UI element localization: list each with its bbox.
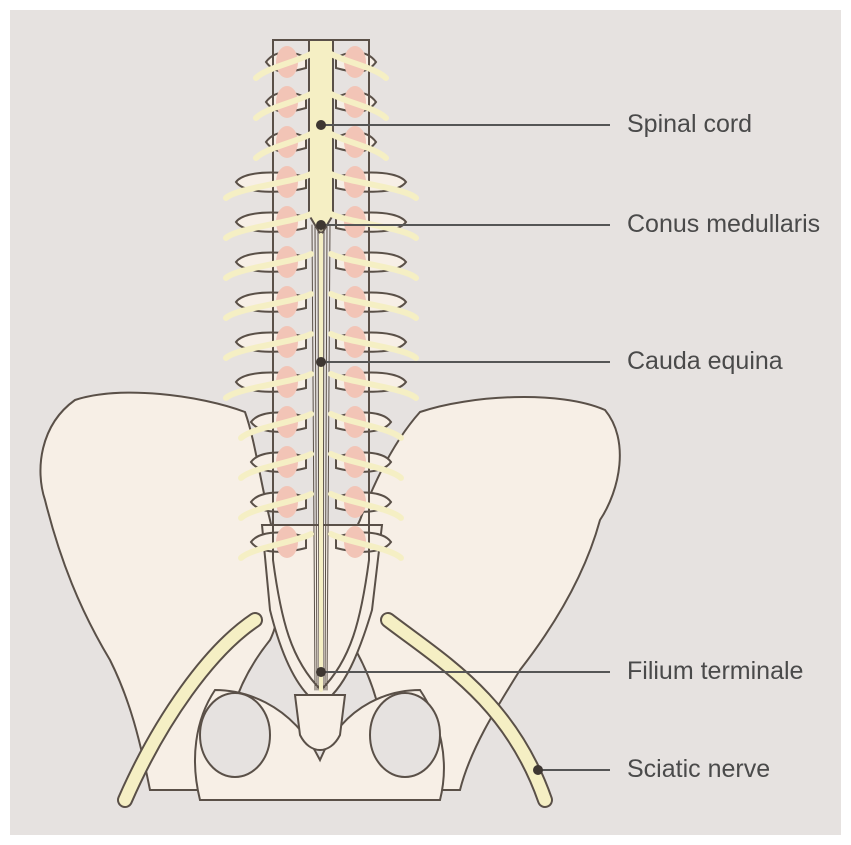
label-filium-terminale: Filium terminale — [627, 659, 803, 684]
label-sciatic-nerve: Sciatic nerve — [627, 757, 770, 782]
label-spinal-cord: Spinal cord — [627, 112, 752, 137]
label-conus-medullaris: Conus medullaris — [627, 212, 820, 237]
spinal-cord — [309, 40, 333, 235]
dot-sciatic-nerve — [533, 765, 543, 775]
label-cauda-equina: Cauda equina — [627, 349, 783, 374]
dot-conus-medullaris — [316, 220, 326, 230]
right-obturator — [370, 693, 440, 777]
left-obturator — [200, 693, 270, 777]
dot-cauda-equina — [316, 357, 326, 367]
dot-filium-terminale — [316, 667, 326, 677]
dot-spinal-cord — [316, 120, 326, 130]
